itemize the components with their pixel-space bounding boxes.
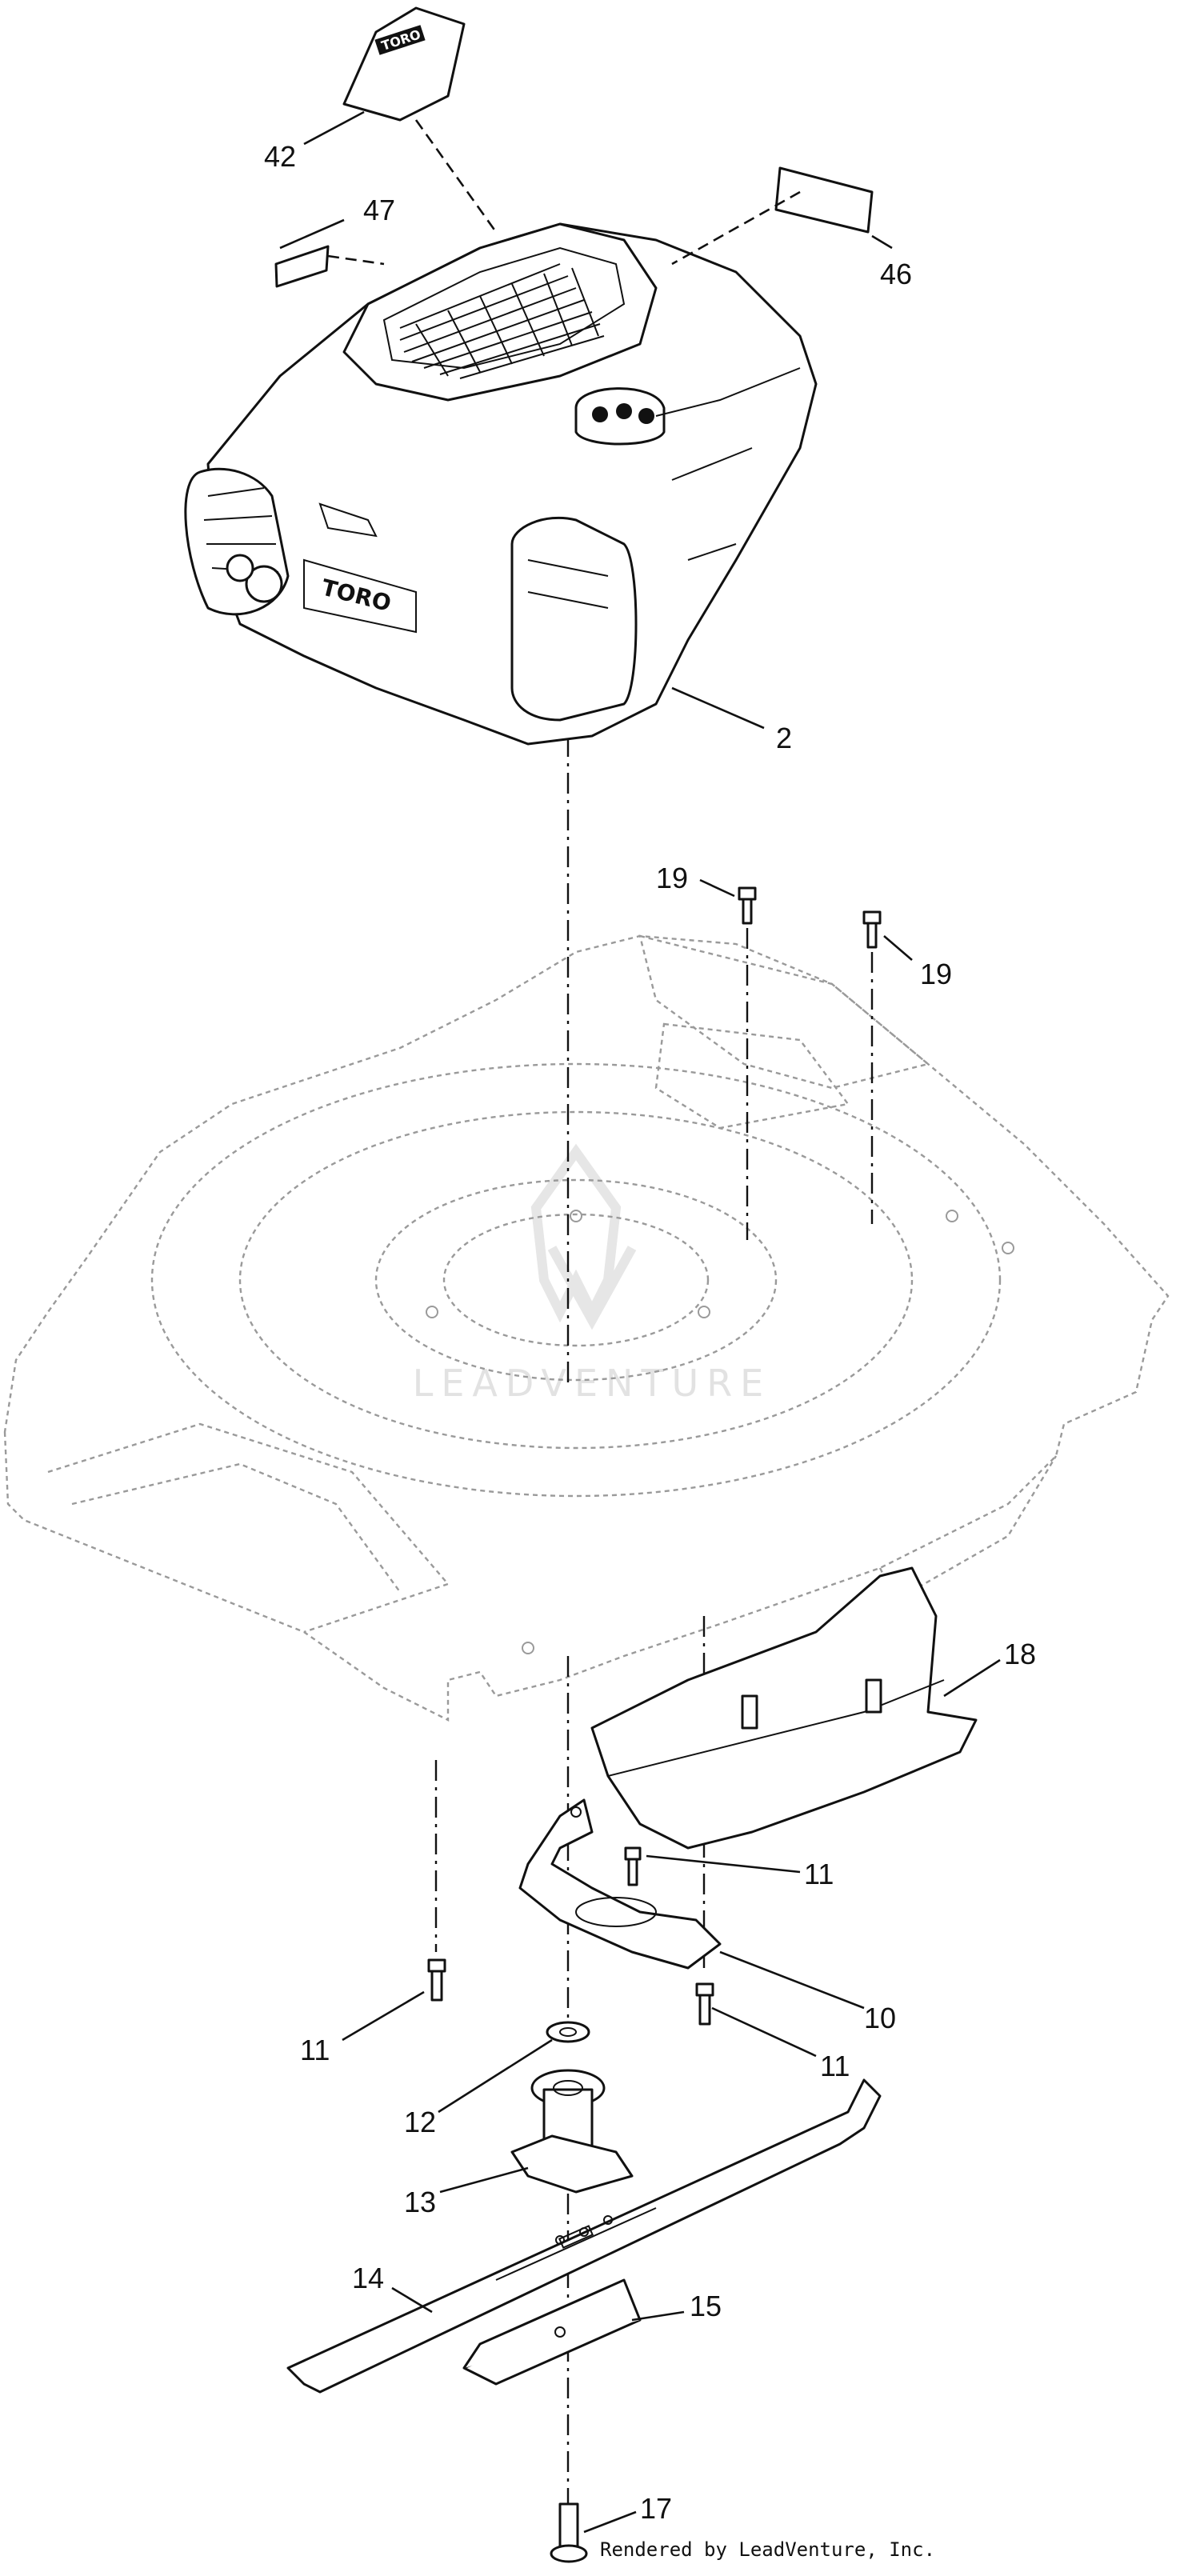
assembly-centerlines xyxy=(434,736,874,2504)
decal-47 xyxy=(274,245,330,288)
blade-stiffener-15 xyxy=(462,2278,642,2386)
blade-14 xyxy=(286,2078,882,2394)
callout-12: 12 xyxy=(404,2106,436,2138)
bolt-19-right xyxy=(862,910,882,949)
blade-adapter-13 xyxy=(510,2069,634,2194)
decal-42: TORO xyxy=(342,6,466,122)
callout-2: 2 xyxy=(776,722,792,754)
callout-46: 46 xyxy=(880,258,912,290)
engine-grille xyxy=(399,263,605,379)
callout-10: 10 xyxy=(864,2002,896,2034)
callout-11-right: 11 xyxy=(820,2050,850,2082)
callout-17: 17 xyxy=(640,2492,672,2525)
callout-19-right: 19 xyxy=(920,958,952,990)
air-filter-cover xyxy=(510,516,638,722)
decal-46 xyxy=(774,166,874,234)
callout-47: 47 xyxy=(363,194,395,226)
callout-labels: 42 47 46 2 19 19 18 11 11 10 11 12 13 14… xyxy=(264,140,1036,2525)
discharge-chute-18 xyxy=(590,1566,978,1850)
bolt-11-bracket xyxy=(624,1846,642,1886)
callout-15: 15 xyxy=(690,2290,722,2322)
bolt-11-right xyxy=(695,1982,714,2026)
callout-11-bracket: 11 xyxy=(804,1858,834,1890)
bolt-19-left xyxy=(738,886,757,925)
engine-brand-plate xyxy=(303,558,417,634)
watermark-logo-icon xyxy=(530,1143,637,1330)
mower-deck xyxy=(3,934,1170,1722)
leader-lines xyxy=(279,110,1001,2534)
engine-assembly: TORO xyxy=(184,222,818,746)
bolt-11-left xyxy=(427,1958,446,2002)
callout-18: 18 xyxy=(1004,1638,1036,1670)
blade-bolt-17 xyxy=(550,2502,588,2563)
callout-13: 13 xyxy=(404,2186,436,2218)
render-credit: Rendered by LeadVenture, Inc. xyxy=(600,2538,935,2561)
callout-11-left: 11 xyxy=(300,2034,330,2066)
watermark-text: LEADVENTURE xyxy=(413,1362,772,1405)
washer-12 xyxy=(546,2021,590,2043)
callout-19-left: 19 xyxy=(656,862,688,894)
leadventure-watermark: LEADVENTURE xyxy=(413,1143,772,1405)
blade-brake-bracket-10 xyxy=(518,1798,722,1970)
callout-42: 42 xyxy=(264,140,296,173)
callout-14: 14 xyxy=(352,2262,384,2294)
